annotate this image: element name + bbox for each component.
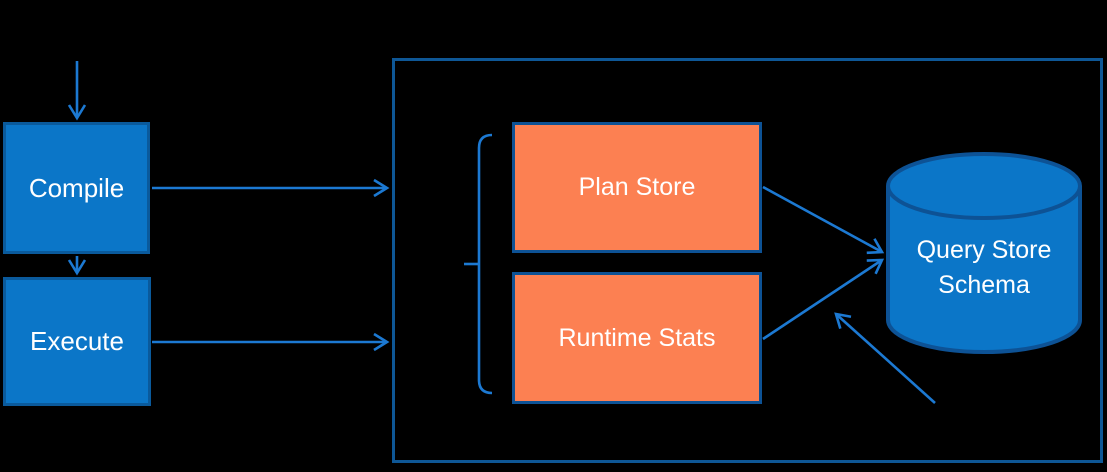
compile-label: Compile	[28, 172, 125, 203]
arrow-plan-store-to-schema	[762, 185, 885, 255]
execute-node: Execute	[3, 277, 151, 406]
runtime-stats-node: Runtime Stats	[512, 272, 762, 404]
query-store-schema-label: Query Store Schema	[916, 235, 1052, 300]
grouping-bracket	[464, 133, 493, 395]
query-store-container-box	[392, 58, 1103, 463]
plan-store-label: Plan Store	[578, 173, 696, 201]
execute-label: Execute	[30, 326, 124, 356]
plan-store-node: Plan Store	[512, 122, 762, 253]
runtime-stats-label: Runtime Stats	[558, 323, 716, 352]
arrow-runtime-stats-to-schema	[762, 258, 885, 341]
database-cylinder-icon	[886, 152, 1082, 355]
arrow-external-to-schema	[834, 312, 936, 404]
compile-node: Compile	[3, 122, 150, 254]
